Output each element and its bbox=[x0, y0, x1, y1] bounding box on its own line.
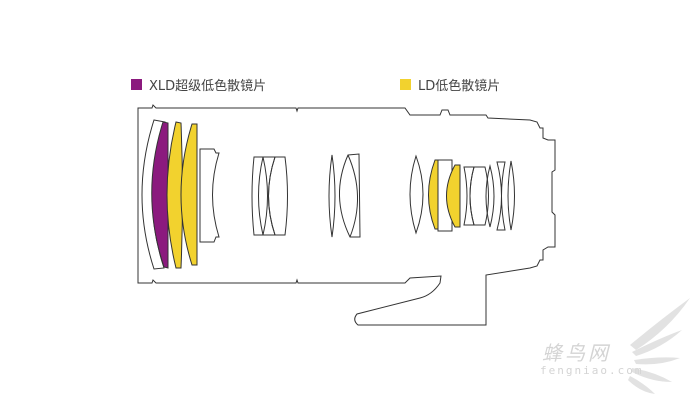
lens-element-ld-1 bbox=[166, 121, 183, 269]
lens-element-13 bbox=[437, 159, 453, 232]
lens-element-18 bbox=[507, 160, 515, 231]
lens-element-6 bbox=[251, 156, 264, 236]
lens-element-9 bbox=[328, 154, 336, 238]
lens-element-12 bbox=[409, 154, 424, 235]
watermark-text-en: fengniao.com bbox=[540, 364, 644, 377]
lens-element-14 bbox=[463, 166, 475, 226]
lens-element-ld-2 bbox=[180, 123, 198, 266]
legend-ld: LD低色散镜片 bbox=[400, 75, 500, 94]
lens-element-ld-4 bbox=[446, 164, 461, 228]
lens-element-ld-3 bbox=[428, 159, 439, 230]
watermark-text-cn: 蜂鸟网 bbox=[542, 341, 611, 365]
lens-element-10 bbox=[339, 153, 361, 238]
watermark-logo-icon bbox=[628, 298, 690, 394]
lens-element-xld bbox=[151, 121, 169, 269]
legend-label-xld: XLD超级低色散镜片 bbox=[149, 79, 267, 94]
lens-element-11 bbox=[347, 154, 358, 238]
legend-xld: XLD超级低色散镜片 bbox=[131, 75, 266, 94]
legend-label-ld: LD低色散镜片 bbox=[418, 79, 501, 94]
lens-element-5 bbox=[199, 148, 220, 243]
lens-element-8 bbox=[268, 156, 288, 236]
lens-element-16 bbox=[485, 164, 495, 228]
lens-element-17 bbox=[496, 161, 506, 231]
lens-barrel-outline bbox=[137, 104, 556, 326]
legend-swatch-ld bbox=[400, 79, 411, 90]
legend-swatch-xld bbox=[131, 79, 142, 90]
